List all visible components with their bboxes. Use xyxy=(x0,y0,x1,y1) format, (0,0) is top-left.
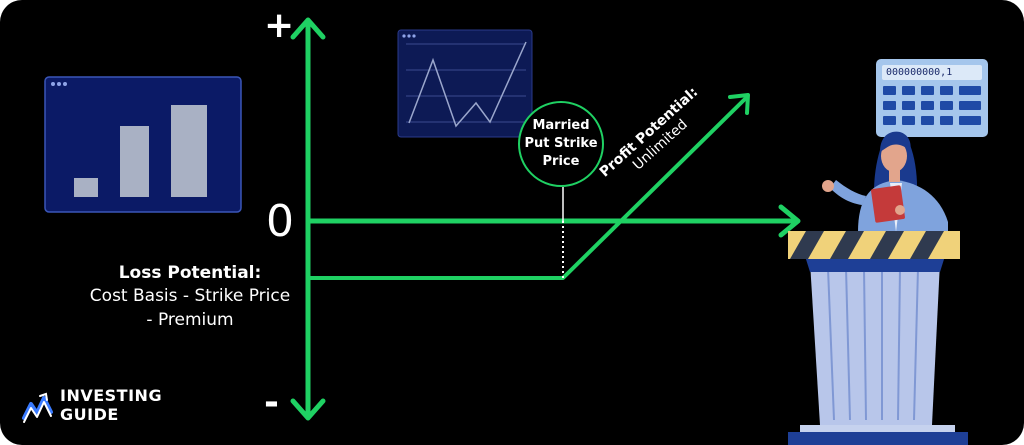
strike-price-text: Married Put Strike Price xyxy=(524,118,598,169)
axis-minus-label: - xyxy=(264,382,279,423)
brand-line-1: INVESTING xyxy=(60,386,163,405)
presenter-figure xyxy=(822,131,948,232)
illustration-bar xyxy=(74,178,98,197)
axis-up-arrow xyxy=(290,17,326,40)
payoff-arrow xyxy=(728,93,750,115)
bar-chart-illustration xyxy=(44,76,242,213)
loss-potential-title: Loss Potential: xyxy=(118,263,262,283)
zero-axis xyxy=(308,204,801,238)
line-chart-illustration xyxy=(397,29,533,138)
loss-potential: Loss Potential: Cost Basis - Strike Pric… xyxy=(60,262,320,332)
axis-plus-label: + xyxy=(264,5,295,46)
axis-zero-label: 0 xyxy=(266,196,294,247)
podium-illustration xyxy=(788,231,968,445)
illustration-bar xyxy=(171,105,207,197)
brand-logo-icon xyxy=(22,392,53,423)
axis-down-arrow xyxy=(290,398,326,421)
loss-potential-line-2: - Premium xyxy=(146,310,234,330)
brand-logo: INVESTING GUIDE xyxy=(60,386,162,424)
calculator-illustration xyxy=(876,59,988,137)
strike-price-label: Married Put Strike Price xyxy=(518,101,604,187)
calculator-display: 000000000,1 xyxy=(886,67,953,78)
illustration-bar xyxy=(120,126,149,197)
brand-line-2: GUIDE xyxy=(60,405,119,424)
axis-right-arrow xyxy=(778,204,801,238)
strike-marker xyxy=(518,101,604,278)
loss-potential-line-1: Cost Basis - Strike Price xyxy=(89,286,291,306)
